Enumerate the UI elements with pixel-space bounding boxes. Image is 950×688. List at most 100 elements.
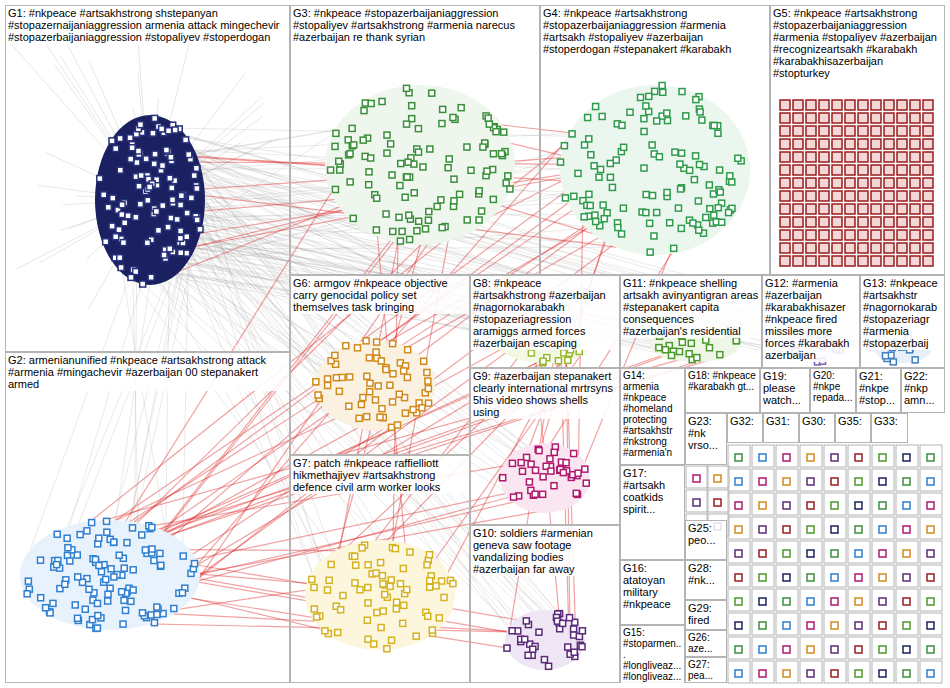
vertex-icon	[734, 338, 740, 344]
vertex-icon	[122, 220, 128, 226]
vertex-icon	[110, 195, 116, 201]
vertex-icon	[104, 529, 110, 535]
vertex-icon	[903, 526, 910, 533]
vertex-icon	[402, 194, 408, 200]
vertex-icon	[451, 176, 457, 182]
vertex-icon	[871, 243, 881, 253]
group-cell	[920, 541, 942, 563]
vertex-icon	[563, 460, 569, 466]
vertex-icon	[407, 549, 413, 555]
vertex-icon	[807, 622, 814, 629]
vertex-icon	[356, 415, 362, 421]
group-cell	[872, 613, 894, 635]
vertex-icon	[735, 574, 742, 581]
vertex-icon	[410, 407, 416, 413]
vertex-icon	[313, 379, 319, 385]
vertex-icon	[388, 141, 394, 147]
vertex-icon	[780, 204, 790, 214]
vertex-icon	[451, 198, 457, 204]
vertex-icon	[379, 573, 385, 579]
vertex-icon	[94, 600, 100, 606]
vertex-icon	[184, 210, 190, 216]
vertex-icon	[468, 167, 474, 173]
vertex-icon	[347, 374, 353, 380]
vertex-icon	[671, 245, 677, 251]
vertex-icon	[178, 193, 184, 199]
vertex-icon	[600, 202, 606, 208]
vertex-icon	[871, 256, 881, 266]
vertex-icon	[871, 230, 881, 240]
vertex-icon	[641, 116, 647, 122]
group-cell	[872, 493, 894, 515]
vertex-icon	[362, 100, 368, 106]
vertex-icon	[819, 191, 829, 201]
vertex-icon	[425, 378, 431, 384]
vertex-icon	[806, 113, 816, 123]
vertex-icon	[569, 131, 575, 137]
cluster-ground	[20, 520, 200, 630]
vertex-icon	[780, 191, 790, 201]
vertex-icon	[819, 165, 829, 175]
vertex-icon	[503, 180, 509, 186]
vertex-icon	[375, 383, 381, 389]
edge-lines	[11, 12, 919, 667]
vertex-icon	[855, 646, 862, 653]
vertex-icon	[923, 152, 933, 162]
vertex-icon	[793, 217, 803, 227]
vertex-icon	[188, 195, 194, 201]
group-label: G18: #nkpeace #karabakh gt...	[686, 369, 759, 393]
vertex-icon	[871, 204, 881, 214]
vertex-icon	[832, 191, 842, 201]
edge-line	[134, 164, 820, 351]
vertex-icon	[168, 154, 174, 160]
vertex-icon	[819, 204, 829, 214]
group-label: G23: #nk vrso...	[686, 414, 726, 452]
vertex-icon	[96, 535, 102, 541]
vertex-icon	[759, 622, 766, 629]
vertex-icon	[151, 620, 157, 626]
vertex-icon	[373, 349, 379, 355]
vertex-icon	[121, 597, 127, 603]
vertex-icon	[586, 191, 592, 197]
vertex-icon	[832, 126, 842, 136]
vertex-icon	[627, 109, 633, 115]
vertex-icon	[121, 565, 127, 571]
vertex-icon	[567, 615, 573, 621]
group-cell	[800, 445, 822, 467]
vertex-icon	[378, 625, 384, 631]
vertex-icon	[910, 230, 920, 240]
vertex-icon	[654, 210, 660, 216]
vertex-icon	[686, 351, 692, 357]
vertex-icon	[897, 152, 907, 162]
group-cell	[824, 469, 846, 491]
vertex-icon	[832, 100, 842, 110]
vertex-icon	[613, 157, 619, 163]
vertex-icon	[404, 85, 410, 91]
group-cell	[920, 565, 942, 587]
vertex-icon	[587, 203, 593, 209]
vertex-icon	[735, 502, 742, 509]
vertex-icon	[806, 126, 816, 136]
vertex-icon	[923, 191, 933, 201]
cluster	[325, 85, 515, 245]
vertex-icon	[588, 152, 594, 158]
vertex-icon	[806, 204, 816, 214]
vertex-icon	[668, 352, 674, 358]
vertex-icon	[715, 205, 721, 211]
vertex-icon	[119, 212, 125, 218]
vertex-icon	[155, 228, 161, 234]
vertex-icon	[511, 494, 517, 500]
vertex-icon	[903, 598, 910, 605]
vertex-icon	[662, 347, 668, 353]
vertex-icon	[717, 352, 723, 358]
vertex-icon	[409, 103, 415, 109]
vertex-icon	[845, 243, 855, 253]
vertex-icon	[793, 126, 803, 136]
vertex-icon	[923, 113, 933, 123]
vertex-icon	[338, 607, 344, 613]
vertex-icon	[95, 613, 101, 619]
vertex-icon	[125, 213, 131, 219]
vertex-icon	[446, 156, 452, 162]
vertex-icon	[806, 217, 816, 227]
vertex-icon	[170, 197, 176, 203]
